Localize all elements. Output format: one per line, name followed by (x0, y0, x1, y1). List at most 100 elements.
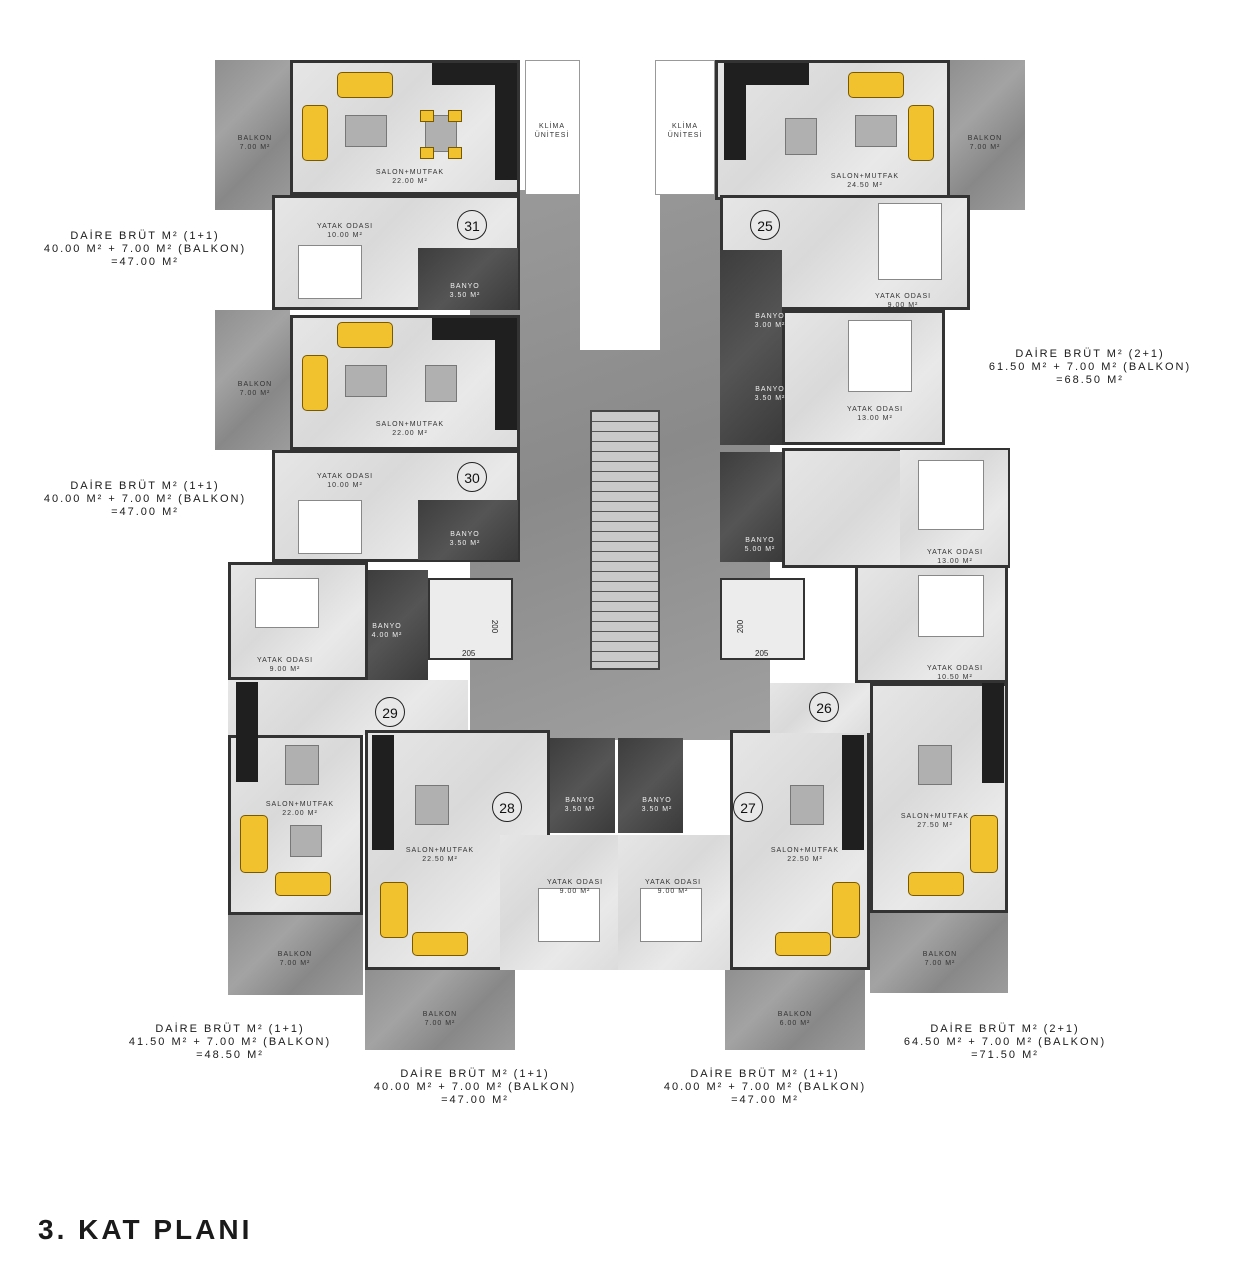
unit-number: 31 (457, 210, 487, 240)
u28-dining-table (415, 785, 449, 825)
u28-balcony (365, 970, 515, 1050)
lift-width: 205 (462, 649, 476, 658)
u31-balcony (215, 60, 290, 210)
u30-coffee-table (345, 365, 387, 397)
u29-balcony (228, 915, 363, 995)
unit-area-info: DAİRE BRÜT M² (2+1)61.50 M² + 7.00 M² (B… (988, 348, 1192, 386)
u28-kitchen (372, 735, 394, 850)
unit-number: 28 (492, 792, 522, 822)
u31-chair (448, 110, 462, 122)
u30-bed (298, 500, 362, 554)
unit-area-info: DAİRE BRÜT M² (1+1)40.00 M² + 7.00 M² (B… (373, 1068, 577, 1106)
unit-area-info: DAİRE BRÜT M² (2+1)64.50 M² + 7.00 M² (B… (903, 1023, 1107, 1061)
u30-balcony (215, 310, 290, 450)
unit-area-info: DAİRE BRÜT M² (1+1)40.00 M² + 7.00 M² (B… (663, 1068, 867, 1106)
u25-bed1 (878, 203, 942, 280)
u29-hall (228, 680, 468, 735)
u28-bathroom (550, 738, 615, 833)
u25-bed2 (848, 320, 912, 392)
page-title: 3. KAT PLANI (38, 1214, 253, 1245)
lift-depth: 200 (736, 619, 746, 634)
unit-number: 26 (809, 692, 839, 722)
u29-sofa (275, 872, 331, 896)
u30-kitchen (495, 340, 517, 430)
u29-bathroom (368, 570, 428, 680)
u25-coffee-table (855, 115, 897, 147)
u25-kitchen (724, 63, 809, 85)
u25-sofa (848, 72, 904, 98)
u25-armchair (908, 105, 934, 161)
u29-armchair (240, 815, 268, 873)
u26-sofa (908, 872, 964, 896)
u31-bed (298, 245, 362, 299)
unit-number: 29 (375, 697, 405, 727)
unit-number: 25 (750, 210, 780, 240)
u29-bed (255, 578, 319, 628)
u31-kitchen (495, 85, 517, 180)
u26-balcony (870, 913, 1008, 993)
u25-balcony (950, 60, 1025, 210)
u27-dining-table (790, 785, 824, 825)
staircase (590, 410, 660, 670)
u27-bed (640, 888, 702, 942)
u31-chair (420, 110, 434, 122)
unit-number: 30 (457, 462, 487, 492)
u28-armchair (380, 882, 408, 938)
lift-width: 205 (755, 649, 769, 658)
u31-coffee-table (345, 115, 387, 147)
u27-balcony (725, 970, 865, 1050)
u30-sofa (337, 322, 393, 348)
u30-armchair (302, 355, 328, 411)
u30-bathroom (418, 500, 518, 560)
u31-sofa (337, 72, 393, 98)
u28-bed (538, 888, 600, 942)
u25-bathroom (720, 250, 782, 445)
u30-kitchen (432, 318, 517, 340)
u25-kitchen (724, 85, 746, 160)
u26-kitchen (982, 683, 1004, 783)
u27-kitchen (842, 735, 864, 850)
u29-dining-table (285, 745, 319, 785)
lift-left (428, 578, 513, 660)
u29-kitchen (236, 682, 258, 782)
unit-area-info: DAİRE BRÜT M² (1+1)41.50 M² + 7.00 M² (B… (128, 1023, 332, 1061)
u27-sofa (775, 932, 831, 956)
u29-coffee-table (290, 825, 322, 857)
unit-area-info: DAİRE BRÜT M² (1+1)40.00 M² + 7.00 M² (B… (43, 230, 247, 268)
u27-armchair (832, 882, 860, 938)
lift-depth: 200 (490, 619, 500, 634)
u31-bathroom (418, 248, 518, 310)
u31-chair (420, 147, 434, 159)
u25-dining-table (785, 118, 817, 155)
klima-right (655, 60, 715, 195)
u31-chair (448, 147, 462, 159)
lift-right (720, 578, 805, 660)
unit-area-info: DAİRE BRÜT M² (1+1)40.00 M² + 7.00 M² (B… (43, 480, 247, 518)
